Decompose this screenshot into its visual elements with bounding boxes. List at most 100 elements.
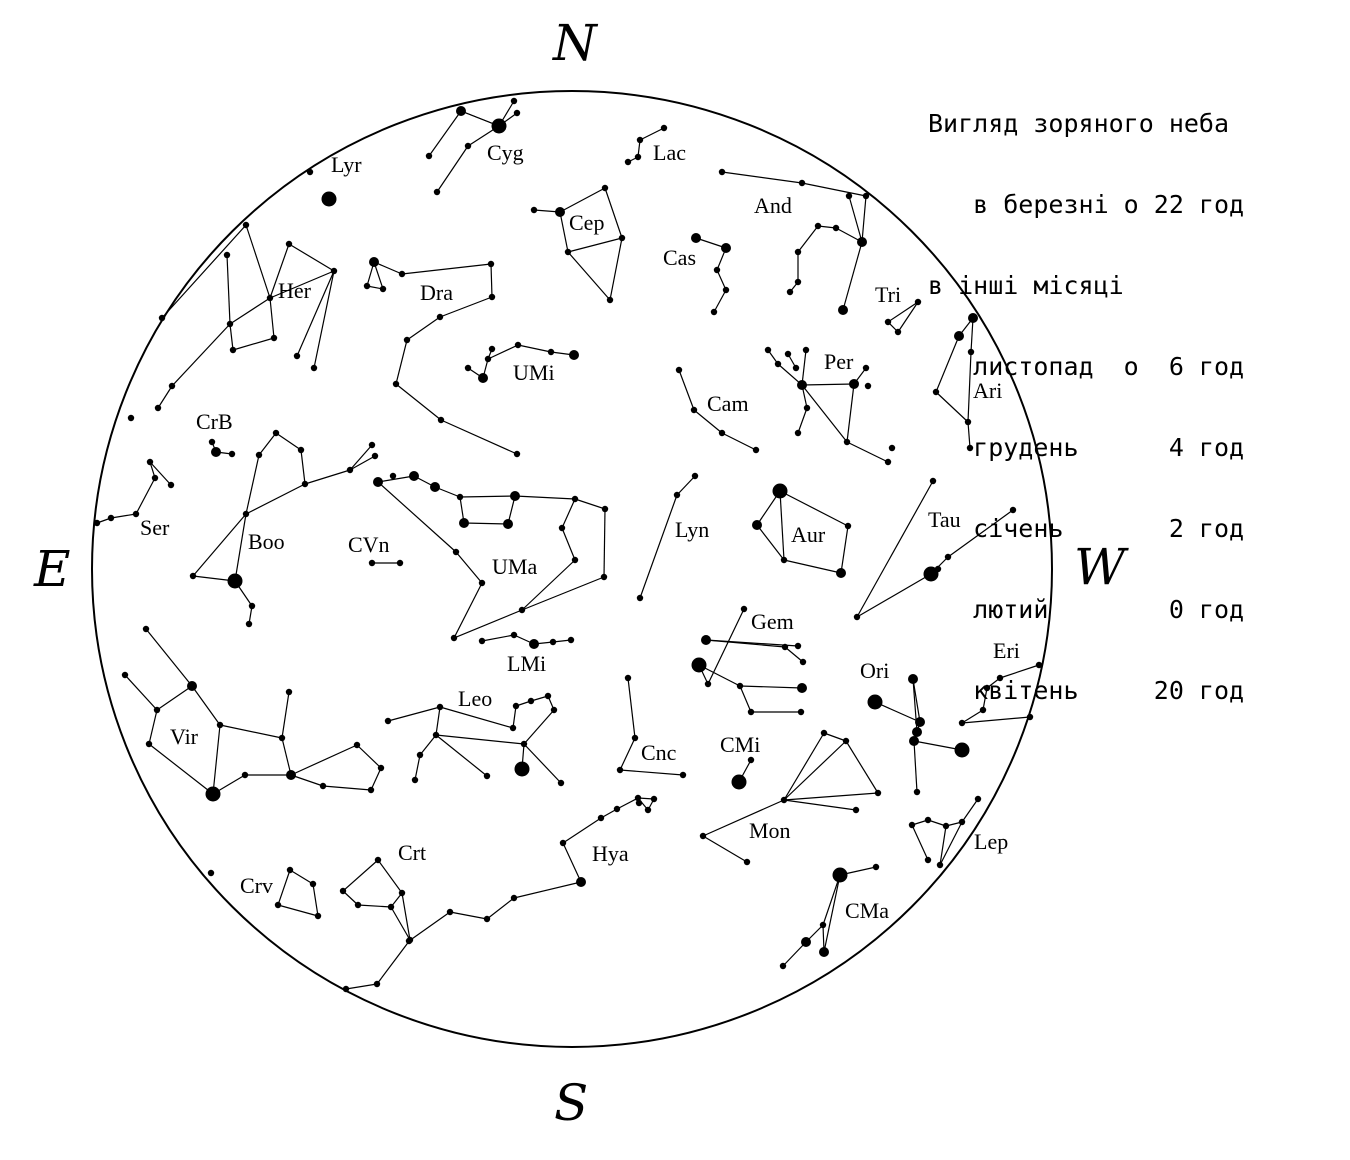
star-CrB [208, 438, 216, 446]
label-CrB: CrB [196, 409, 233, 434]
line-Ser [135, 477, 156, 515]
line-Mon [783, 732, 825, 801]
line-Crt [342, 859, 379, 892]
star-UMa [601, 505, 609, 513]
star-CrB [211, 447, 221, 457]
line-Per [801, 349, 807, 386]
line-And [801, 182, 867, 197]
label-Lac: Lac [653, 140, 686, 165]
line-Hya [408, 911, 451, 942]
star-Crv [207, 869, 215, 877]
line-Hya [513, 881, 582, 899]
star-CMa [872, 863, 880, 871]
star-Gem [797, 708, 805, 716]
line-Ori [913, 740, 918, 793]
star-Cam [752, 446, 760, 454]
star-Tau [1009, 506, 1017, 514]
star-Leo [509, 724, 517, 732]
star-LMi [549, 638, 557, 646]
star-Lep [908, 821, 916, 829]
star-Cep [530, 206, 538, 214]
star-Lac [624, 158, 632, 166]
star-Cam [675, 366, 683, 374]
star-Mon [699, 832, 707, 840]
info-title: Вигляд зоряного неба [928, 109, 1230, 138]
star-Ser [151, 474, 159, 482]
star-Lac [660, 124, 668, 132]
line-Tau [947, 509, 1014, 558]
star-Gem [701, 635, 711, 645]
star-Gem [781, 643, 789, 651]
line-Cam [693, 409, 723, 434]
label-UMi: UMi [513, 360, 555, 385]
star-Her [293, 352, 301, 360]
label-Ori: Ori [860, 658, 889, 683]
star-Cnc [616, 766, 624, 774]
line-Vir [148, 709, 158, 745]
label-Lyn: Lyn [675, 517, 709, 542]
star-Crv [286, 866, 294, 874]
line-Per [846, 383, 855, 443]
line-Cep [604, 187, 623, 239]
label-Boo: Boo [248, 529, 285, 554]
line-Her [288, 243, 335, 272]
label-UMa: UMa [492, 554, 537, 579]
star-CMa [819, 921, 827, 929]
line-Dra [373, 261, 403, 275]
star-Per [784, 350, 792, 358]
star-LMi [478, 637, 486, 645]
line-Hya [562, 842, 582, 883]
star-Her [285, 240, 293, 248]
star-And [857, 237, 867, 247]
star-Vir [353, 741, 361, 749]
constellation-lines [96, 100, 1040, 990]
star-Cam [690, 406, 698, 414]
star-UMa [450, 634, 458, 642]
star-Cep [555, 207, 565, 217]
star-UMi [478, 373, 488, 383]
line-Her [269, 297, 275, 339]
star-Vir [216, 721, 224, 729]
label-Cnc: Cnc [641, 740, 677, 765]
star-Vir [142, 625, 150, 633]
line-Crv [277, 869, 291, 906]
star-Lyn [673, 491, 681, 499]
line-Leo [523, 709, 555, 745]
line-Mon [702, 835, 748, 863]
line-Mon [823, 732, 847, 742]
line-Leo [435, 734, 488, 777]
line-UMa [574, 498, 606, 510]
star-Cnc [624, 674, 632, 682]
star-Hya [634, 794, 642, 802]
star-Ori [913, 788, 921, 796]
star-Per [797, 380, 807, 390]
star-Lep [924, 856, 932, 864]
line-Hya [449, 911, 488, 920]
star-Hya [559, 839, 567, 847]
star-LMi [567, 636, 575, 644]
star-CMa [832, 867, 848, 883]
line-Leo [439, 706, 514, 729]
line-Leo [523, 743, 562, 784]
line-Vir [281, 691, 290, 739]
line-UMi [517, 344, 552, 353]
star-UMa [503, 519, 513, 529]
line-Per [846, 441, 889, 463]
line-Lep [939, 825, 947, 866]
line-Gem [705, 639, 786, 648]
line-Lyn [639, 494, 678, 599]
line-Boo [245, 454, 260, 515]
star-Her [266, 294, 274, 302]
star-Leo [512, 702, 520, 710]
star-And [786, 288, 794, 296]
star-Lac [636, 136, 644, 144]
star-Vir [205, 786, 221, 802]
star-Ser [107, 514, 115, 522]
star-Gem [747, 708, 755, 716]
star-Hya [635, 799, 643, 807]
star-UMa [456, 493, 464, 501]
star-And [845, 192, 853, 200]
line-Cyg [436, 145, 469, 193]
star-Vir [285, 688, 293, 696]
